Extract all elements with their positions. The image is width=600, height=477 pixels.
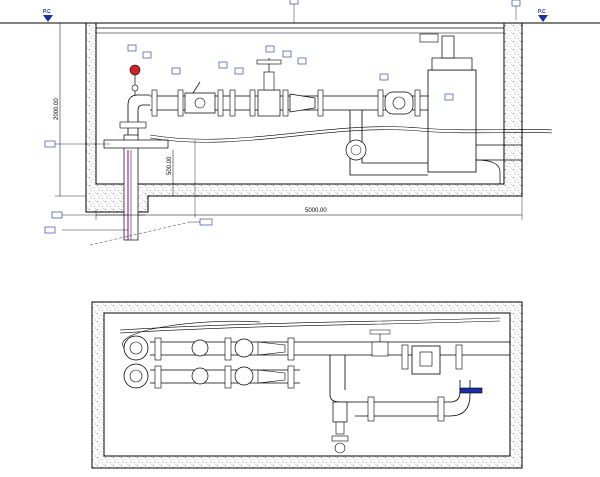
- tag-box: [297, 57, 307, 65]
- dimension-height: 2000.00: [54, 22, 86, 197]
- dimension-height-label: 2000.00: [54, 98, 60, 120]
- plan-inlet-upper: [123, 335, 149, 361]
- cable-run: [149, 126, 553, 140]
- inlet-elbow: [119, 94, 150, 135]
- tag-box: [289, 0, 299, 5]
- level-marker-left: P.C: [43, 9, 53, 22]
- level-marker-right-label: P.C: [538, 9, 546, 15]
- outlet-pipe: [475, 144, 522, 184]
- tag-box: [127, 44, 137, 52]
- plan-cable: [119, 317, 501, 331]
- tag-box: [444, 93, 454, 101]
- tag-box: [44, 226, 56, 234]
- flow-meter: [384, 91, 414, 115]
- dimension-length: 5000.00: [95, 196, 523, 220]
- check-valve: [184, 81, 216, 114]
- tag-box: [511, 0, 521, 7]
- plan-chamber-walls: [91, 301, 523, 469]
- leader-lines: [55, 4, 517, 231]
- dimension-length-label: 5000.00: [305, 208, 327, 214]
- tag-box: [282, 50, 292, 58]
- plan-drain-valve: [331, 401, 349, 454]
- plan-gate-valve: [369, 329, 391, 357]
- support-beam: [103, 139, 169, 149]
- plan-valves: [154, 337, 295, 389]
- plan-view: [91, 301, 523, 469]
- tag-box: [142, 51, 152, 59]
- level-marker-left-label: P.C: [43, 9, 51, 15]
- reducer: [289, 93, 316, 113]
- bypass-pipe: [345, 110, 428, 176]
- tag-box: [218, 61, 228, 69]
- air-release-valve: [129, 64, 141, 95]
- dimension-depth-label: 500.00: [167, 156, 173, 175]
- tag-box: [171, 67, 181, 75]
- section-view: P.C P.C 2000.00 500.00: [0, 0, 600, 246]
- gate-valve: [256, 58, 282, 117]
- tag-box: [51, 211, 63, 219]
- tag-box: [199, 218, 213, 226]
- inlet-riser: [89, 134, 191, 246]
- tag-box: [234, 67, 244, 75]
- tag-group: [44, 0, 521, 234]
- plan-inlet-lower: [123, 363, 149, 389]
- filter-tank: [419, 33, 477, 173]
- dimension-depth: 500.00: [167, 150, 174, 196]
- tag-box: [265, 45, 275, 53]
- level-marker-right: P.C: [538, 9, 548, 22]
- tag-box: [379, 73, 389, 81]
- plan-filter: [401, 344, 463, 375]
- tag-box: [44, 140, 56, 148]
